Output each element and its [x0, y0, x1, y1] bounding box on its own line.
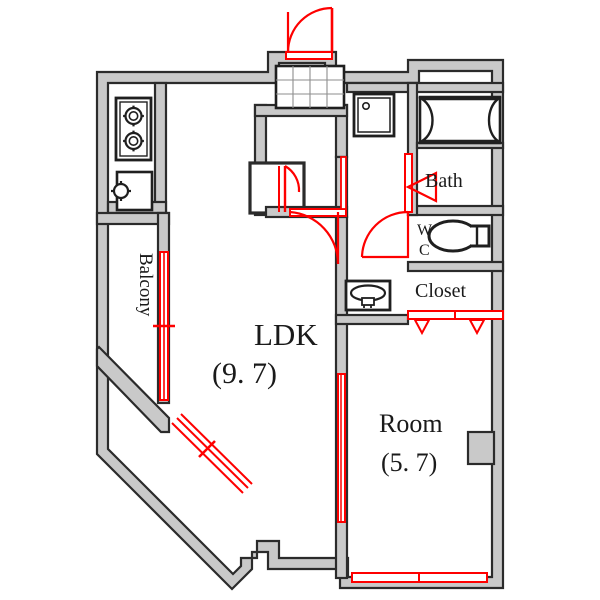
label-room-name: Room [379, 409, 443, 438]
kitchen-partition-wall [153, 81, 168, 215]
label-wc-line1: W [417, 222, 433, 239]
label-ldk-name: LDK [254, 317, 318, 352]
balcony-inner-diagonal [95, 345, 171, 434]
openings-layer [153, 6, 504, 583]
entrance-tile-icon [274, 64, 346, 110]
closet-folding-door[interactable] [407, 310, 504, 336]
toilet-icon [427, 219, 491, 253]
ldk-hall-door[interactable] [289, 208, 347, 265]
washbasin-icon [344, 279, 392, 312]
room-pillar [466, 430, 496, 466]
bathtub-icon [417, 95, 502, 145]
bath-wc-divider-wall [406, 204, 505, 217]
label-balcony: Balcony [135, 253, 156, 317]
balcony-sliding-door[interactable] [153, 251, 175, 401]
diagonal-window[interactable] [171, 413, 253, 494]
room-window[interactable] [351, 572, 488, 583]
room-entry-door[interactable] [337, 373, 346, 523]
washroom-entry[interactable] [340, 156, 347, 210]
entrance-door[interactable] [285, 6, 334, 60]
washroom-bottom-wall [334, 313, 410, 326]
wc-closet-divider-wall [406, 260, 505, 273]
labels-layer: LDK (9. 7) Room (5. 7) Bath W C Closet B… [135, 170, 467, 477]
bath-area-top-wall [345, 81, 505, 94]
label-room-area: (5. 7) [381, 448, 437, 477]
stove-two-burner-icon [114, 96, 153, 162]
wc-door[interactable] [360, 210, 410, 259]
storage-closet-wall [248, 161, 306, 215]
label-closet: Closet [415, 280, 467, 302]
label-bath: Bath [425, 170, 463, 192]
kitchen-sink-icon [111, 170, 154, 212]
storage-door[interactable] [278, 165, 301, 212]
fixtures-layer [111, 64, 502, 312]
label-ldk-area: (9. 7) [212, 357, 277, 390]
washing-machine-pan-icon [352, 92, 396, 138]
label-wc-line2: C [419, 242, 430, 259]
